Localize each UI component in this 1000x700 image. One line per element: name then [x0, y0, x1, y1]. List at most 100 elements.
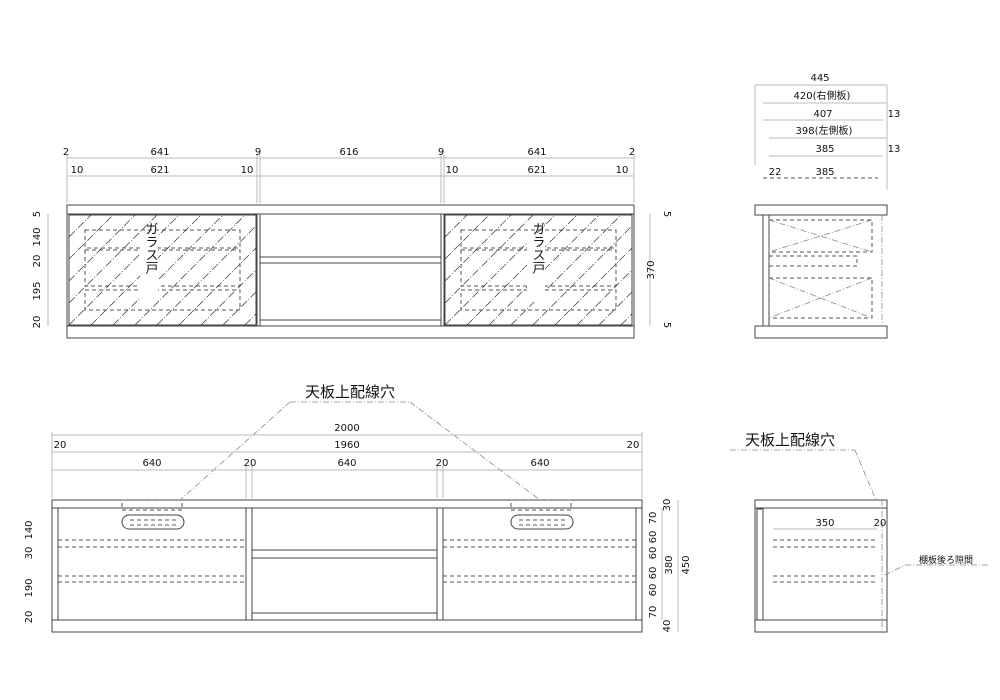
dim-label: 398(左側板) [796, 124, 853, 137]
dim-label: 20 [24, 611, 35, 624]
hatch-line [222, 291, 257, 326]
dim-label: 20 [32, 316, 43, 329]
base-plate [66, 325, 635, 339]
dim-label: 5 [661, 211, 672, 217]
wiring-hole [510, 499, 572, 511]
grommet [121, 514, 185, 530]
dim-label: 641 [527, 147, 546, 158]
glass-door-label: ガラス戸 [143, 222, 159, 274]
dim-label: 190 [24, 578, 35, 597]
dim-label: 20 [874, 518, 887, 529]
dim-label: 60 [648, 567, 659, 580]
dim-label: 20 [54, 440, 67, 451]
dim-label: 30 [24, 547, 35, 560]
dim-label: 10 [446, 165, 459, 176]
top-plate [754, 204, 888, 216]
dim-label: 445 [810, 73, 829, 84]
dim-label: 9 [438, 147, 444, 158]
side-panel [762, 214, 770, 327]
dim-label: 195 [32, 281, 43, 300]
cabinet-body [754, 507, 888, 621]
side-view-top: 445 420(右側板) 407 398(左側板) 385 22 385 13 … [754, 73, 901, 339]
dim-label: 13 [888, 109, 901, 120]
dim-label: 420(右側板) [794, 89, 851, 102]
hatch-line [244, 313, 257, 326]
front-view-bottom: 天板上配線穴 2000 20 1960 20 640 20 640 20 640… [24, 383, 692, 633]
hatch-line [68, 214, 136, 282]
dim-label: 616 [339, 147, 358, 158]
divider [245, 507, 253, 621]
top-plate [754, 499, 888, 509]
dim-label: 20 [244, 458, 257, 469]
hatch-line [554, 247, 633, 326]
wiring-hole-callout: 天板上配線穴 [305, 383, 395, 401]
glass-door-left [68, 214, 257, 326]
dim-label: 20 [436, 458, 449, 469]
dim-label: 60 [648, 584, 659, 597]
center-shelf [251, 549, 438, 559]
base-plate [754, 325, 888, 339]
side-view-bottom: 天板上配線穴 350 20 棚板後ろ隙間 [730, 431, 990, 633]
dim-label: 70 [648, 606, 659, 619]
base-plate [51, 619, 643, 633]
dim-label: 640 [337, 458, 356, 469]
hatch-line [444, 214, 534, 304]
front-view-top: 2 641 9 616 9 641 2 10 621 10 10 621 10 … [32, 147, 672, 339]
dim-label: 385 [815, 167, 834, 178]
side-panel [756, 508, 764, 621]
divider [436, 507, 444, 621]
dim-label: 350 [815, 518, 834, 529]
dim-label: 60 [648, 547, 659, 560]
dim-label: 621 [150, 165, 169, 176]
hatch-line [156, 225, 257, 326]
dim-label: 22 [769, 167, 782, 178]
grommet [510, 514, 574, 530]
hatch-line [444, 214, 468, 238]
dim-label: 30 [662, 499, 673, 512]
glass-door-right [444, 214, 633, 326]
dim-label: 40 [662, 620, 673, 633]
dim-label: 640 [530, 458, 549, 469]
dim-label: 20 [627, 440, 640, 451]
hatch-line [178, 247, 257, 326]
top-plate [51, 499, 643, 509]
dim-label: 10 [616, 165, 629, 176]
hatch-line [444, 214, 490, 260]
dim-label: 450 [681, 555, 692, 574]
dim-label: 621 [527, 165, 546, 176]
dim-label: 370 [646, 260, 657, 279]
dim-label: 385 [815, 144, 834, 155]
hatch-line [532, 225, 633, 326]
top-plate [66, 204, 635, 215]
cabinet-body [51, 507, 643, 621]
dim-label: 10 [71, 165, 84, 176]
base-plate [754, 619, 888, 633]
hatch-line [598, 291, 633, 326]
divider [256, 213, 261, 327]
dim-label: 60 [648, 531, 659, 544]
glass-hatching [68, 214, 633, 326]
hatch-line [68, 214, 92, 238]
dim-label: 140 [24, 520, 35, 539]
dim-label: 640 [142, 458, 161, 469]
dim-label: 2 [629, 147, 635, 158]
dim-label: 13 [888, 144, 901, 155]
dim-label: 407 [813, 109, 832, 120]
wiring-hole-callout: 天板上配線穴 [745, 431, 835, 449]
dim-label: 2 [63, 147, 69, 158]
wiring-hole [121, 499, 183, 511]
dim-label: 140 [32, 227, 43, 246]
dim-label: 9 [255, 147, 261, 158]
dim-label: 20 [32, 255, 43, 268]
dim-label: 5 [661, 322, 672, 328]
hatch-line [444, 214, 512, 282]
hatch-line [68, 214, 114, 260]
dim-label: 5 [32, 211, 43, 217]
hatch-line [620, 313, 633, 326]
dimension-lines [47, 155, 651, 326]
dim-label: 1960 [334, 440, 359, 451]
shelf-gap-label: 棚板後ろ隙間 [919, 554, 973, 566]
dim-label: 10 [241, 165, 254, 176]
